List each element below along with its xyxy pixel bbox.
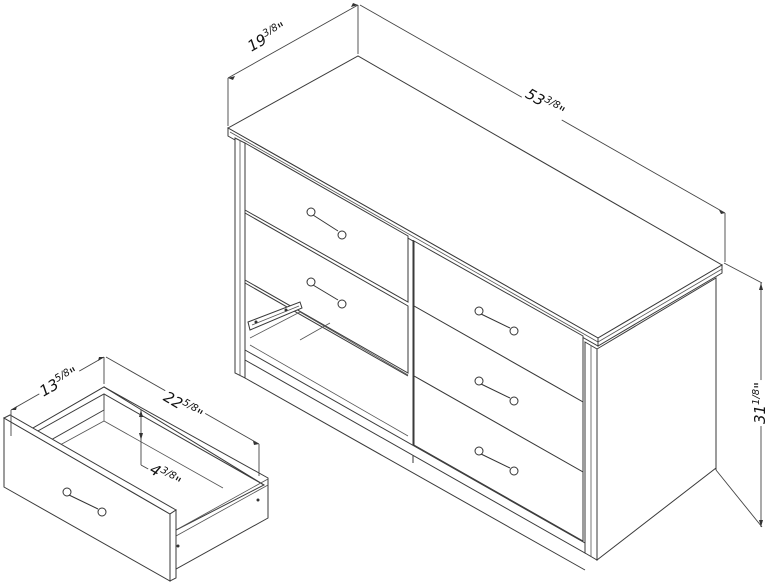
left-drawer-2 [244,212,409,374]
height-fraction: 1/8 [751,388,763,405]
depth-dimension-line [227,3,359,126]
bar-pull-handle-icon [306,277,347,309]
bar-pull-handle-icon [62,487,107,517]
dresser-body [234,137,717,571]
height-unit: " [751,382,767,389]
dresser-top [226,55,723,347]
right-drawer-3 [413,375,584,542]
bar-pull-handle-icon [474,376,519,406]
bar-pull-handle-icon [306,207,347,240]
bar-pull-handle-icon [474,446,519,476]
height-whole: 31 [751,404,767,425]
bar-pull-handle-icon [474,306,519,336]
dresser-height-label: 311/8" [751,379,767,427]
drawer-height-dimension-line [139,410,151,471]
left-drawer-1 [244,142,409,303]
empty-drawer-opening [244,282,409,437]
removed-drawer [2,386,269,582]
drawer-slide-rail-icon [247,301,303,331]
